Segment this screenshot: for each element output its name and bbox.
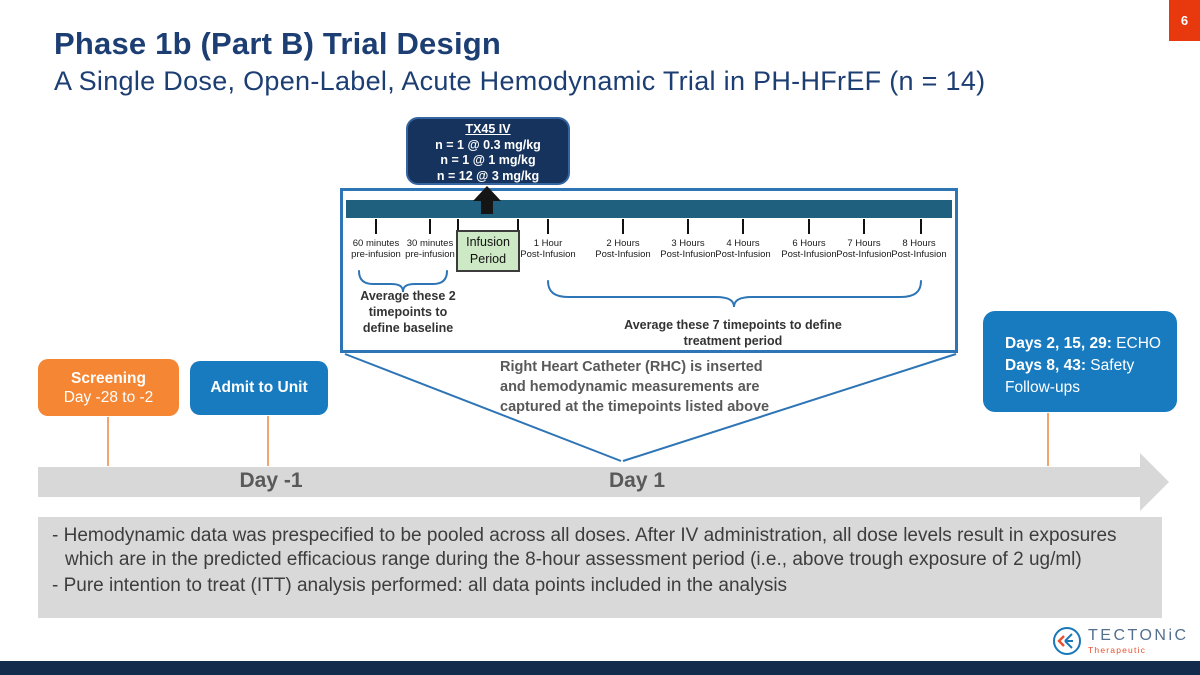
day-axis-arrowhead-icon <box>1140 453 1169 511</box>
rhc-note: Right Heart Catheter (RHC) is inserted a… <box>500 359 770 415</box>
tick-mark <box>920 219 922 234</box>
dose-box: TX45 IV n = 1 @ 0.3 mg/kg n = 1 @ 1 mg/k… <box>406 117 570 185</box>
screening-box: Screening Day -28 to -2 <box>38 359 179 416</box>
tick-mark <box>808 219 810 234</box>
page-number-badge: 6 <box>1169 0 1200 41</box>
tick-mark <box>622 219 624 234</box>
tick-mark <box>517 219 519 230</box>
followup-line-3: Follow-ups <box>1005 379 1080 396</box>
tick-mark <box>429 219 431 234</box>
logo-subtitle: Therapeutic <box>1088 644 1147 655</box>
tick-mark <box>547 219 549 234</box>
screening-subtitle: Day -28 to -2 <box>63 389 154 406</box>
followup-line-2: Days 8, 43: Safety <box>1005 357 1135 374</box>
up-arrow-stem <box>481 200 493 214</box>
dose-line-1: n = 1 @ 0.3 mg/kg <box>435 137 541 152</box>
day-axis-arrow <box>38 467 1140 497</box>
logo-name: TECTONiC <box>1088 626 1189 644</box>
tick-mark <box>687 219 689 234</box>
slide-subtitle: A Single Dose, Open-Label, Acute Hemodyn… <box>54 66 986 96</box>
bottom-accent-bar <box>0 661 1200 675</box>
slide-title: Phase 1b (Part B) Trial Design <box>54 26 502 61</box>
admit-label: Admit to Unit <box>210 379 308 396</box>
infusion-timeline-bar <box>346 200 952 218</box>
day-1-label: Day 1 <box>608 469 666 492</box>
day-minus-1-label: Day -1 <box>239 469 303 492</box>
footnote-item-2: - Pure intention to treat (ITT) analysis… <box>52 575 788 596</box>
dose-box-title: TX45 IV <box>465 122 511 136</box>
dose-line-2: n = 1 @ 1 mg/kg <box>440 153 536 167</box>
tick-mark <box>863 219 865 234</box>
followup-box: Days 2, 15, 29: ECHO Days 8, 43: Safety … <box>983 311 1177 412</box>
followup-line-1: Days 2, 15, 29: ECHO <box>1005 335 1161 352</box>
tectonic-logo-icon <box>1053 627 1081 655</box>
baseline-note: Average these 2 timepoints to define bas… <box>360 289 456 335</box>
footnote-item-1: - Hemodynamic data was prespecified to b… <box>52 525 1117 570</box>
baseline-brace-icon <box>358 270 448 293</box>
footnote-panel: - Hemodynamic data was prespecified to b… <box>38 517 1162 618</box>
tectonic-logo: TECTONiC Therapeutic <box>1052 626 1189 656</box>
tick-mark <box>742 219 744 234</box>
treatment-brace-icon <box>547 280 922 308</box>
page-number: 6 <box>1180 13 1189 28</box>
screening-title: Screening <box>71 370 146 387</box>
up-arrow-icon <box>473 186 501 201</box>
dose-line-3: n = 12 @ 3 mg/kg <box>436 168 540 183</box>
admit-to-unit-box: Admit to Unit <box>190 361 328 415</box>
treatment-note: Average these 7 timepoints to define tre… <box>624 318 842 348</box>
tick-mark <box>375 219 377 234</box>
tick-mark <box>457 219 459 230</box>
